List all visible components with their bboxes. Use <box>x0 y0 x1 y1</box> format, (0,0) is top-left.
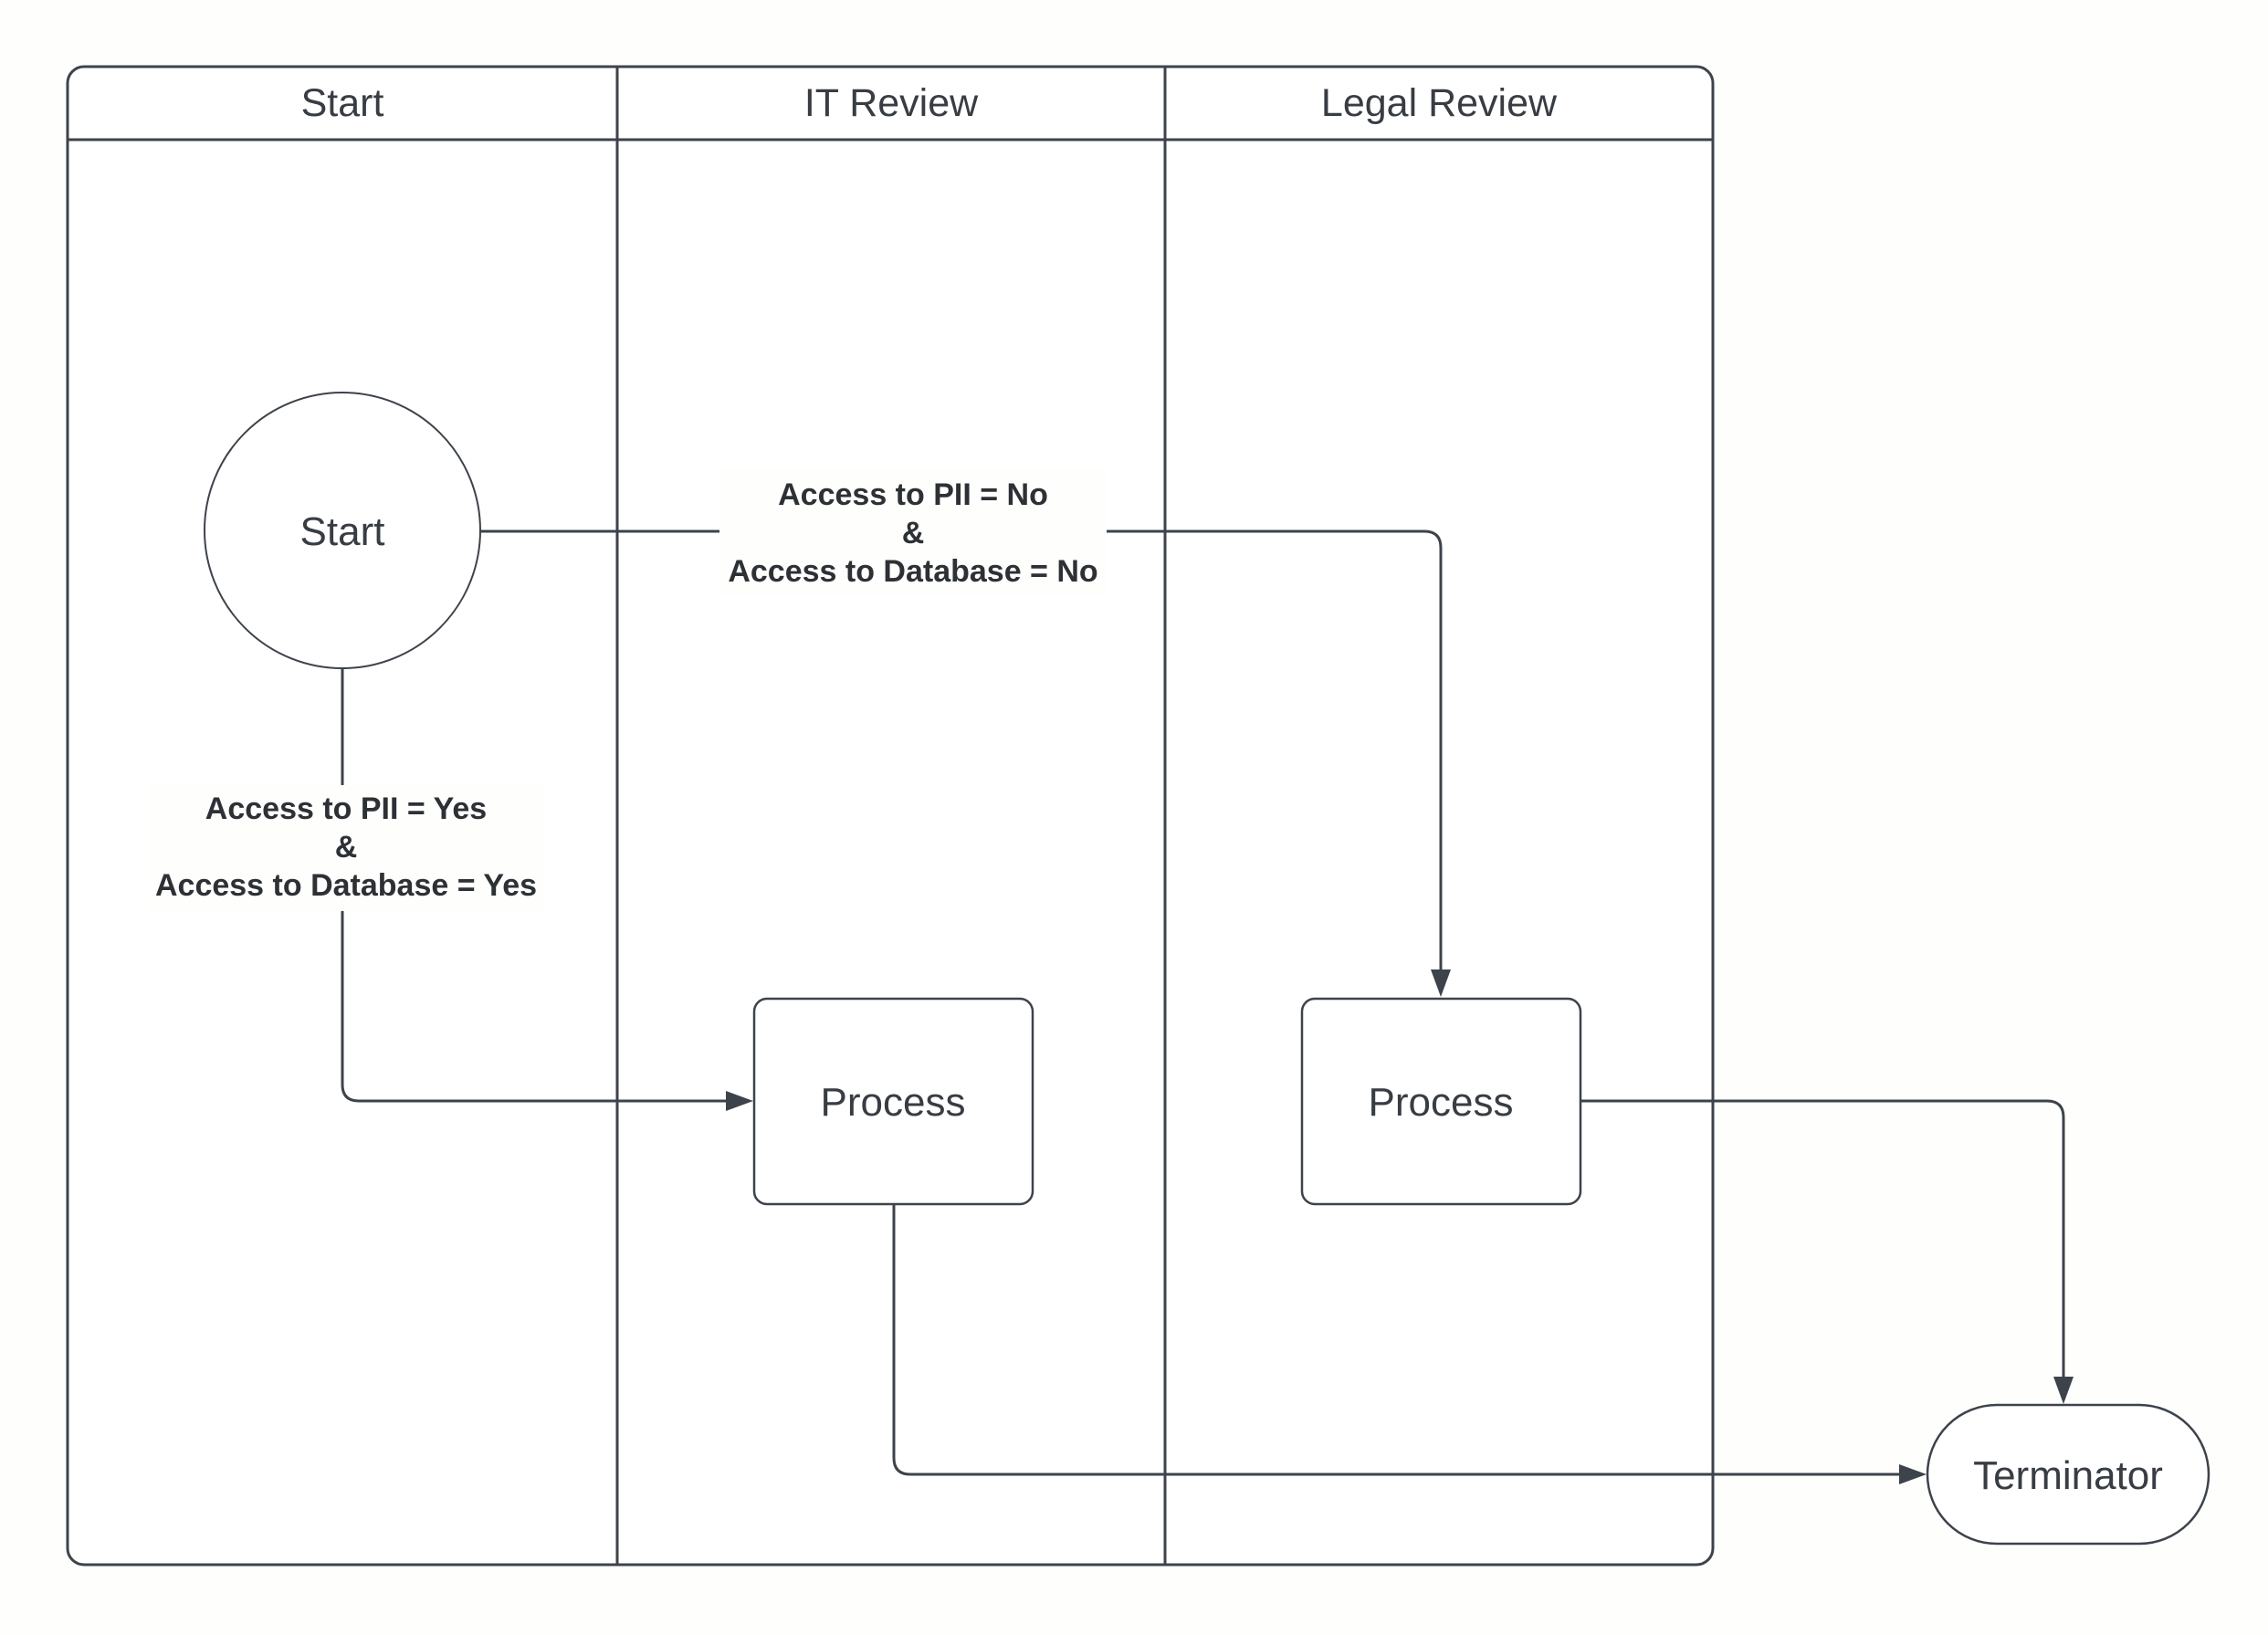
terminator-node-group[interactable]: Terminator <box>1926 1403 2210 1546</box>
edge-it-process-to-terminator[interactable] <box>892 1203 1927 1484</box>
edge-label-start-to-legal-process[interactable]: Access to PII = No & Access to Database … <box>719 469 1107 595</box>
arrowhead-start-to-it-process[interactable] <box>726 1091 753 1111</box>
start-node-group[interactable]: Start <box>204 392 481 669</box>
terminator-node[interactable] <box>1926 1403 2210 1546</box>
edge-start-to-legal-process-path[interactable] <box>480 529 1443 969</box>
it-process-node-label: Process <box>821 1080 966 1125</box>
edge-start-to-it-process-path[interactable] <box>341 668 726 1103</box>
edge-legal-process-to-terminator[interactable] <box>1580 1099 2074 1404</box>
arrowhead-it-process-to-terminator[interactable] <box>1899 1464 1927 1484</box>
lane-header-start[interactable]: Start <box>301 81 384 125</box>
legal-process-node-label: Process <box>1369 1080 1514 1125</box>
terminator-node-label: Terminator <box>1973 1453 2163 1498</box>
edge-label-line: Access to Database = No <box>728 554 1097 589</box>
legal-process-node-group[interactable]: Process <box>1300 997 1582 1206</box>
edge-legal-process-to-terminator-path[interactable] <box>1580 1099 2065 1377</box>
start-node[interactable] <box>204 392 481 669</box>
edge-start-to-it-process[interactable] <box>341 668 753 1111</box>
edge-label-line: Access to PII = Yes <box>205 791 487 826</box>
edge-label-line: Access to PII = No <box>778 477 1048 512</box>
edge-label-line: Access to Database = Yes <box>155 868 537 903</box>
legal-process-node[interactable] <box>1300 997 1582 1206</box>
edge-label-background <box>149 785 543 911</box>
edge-it-process-to-terminator-path[interactable] <box>892 1203 1899 1476</box>
edge-label-background <box>719 469 1107 595</box>
edge-label-start-to-it-process[interactable]: Access to PII = Yes & Access to Database… <box>149 785 543 911</box>
it-process-node[interactable] <box>752 997 1034 1206</box>
lane-header-it-review[interactable]: IT Review <box>804 81 979 125</box>
edge-label-line: & <box>335 830 358 865</box>
edge-start-to-legal-process[interactable] <box>480 529 1451 997</box>
it-process-node-group[interactable]: Process <box>752 997 1034 1206</box>
lane-header-legal-review[interactable]: Legal Review <box>1321 81 1558 125</box>
edge-label-line: & <box>902 516 925 550</box>
arrowhead-legal-process-to-terminator[interactable] <box>2053 1377 2074 1404</box>
start-node-label: Start <box>300 509 385 554</box>
arrowhead-start-to-legal-process[interactable] <box>1431 969 1451 997</box>
